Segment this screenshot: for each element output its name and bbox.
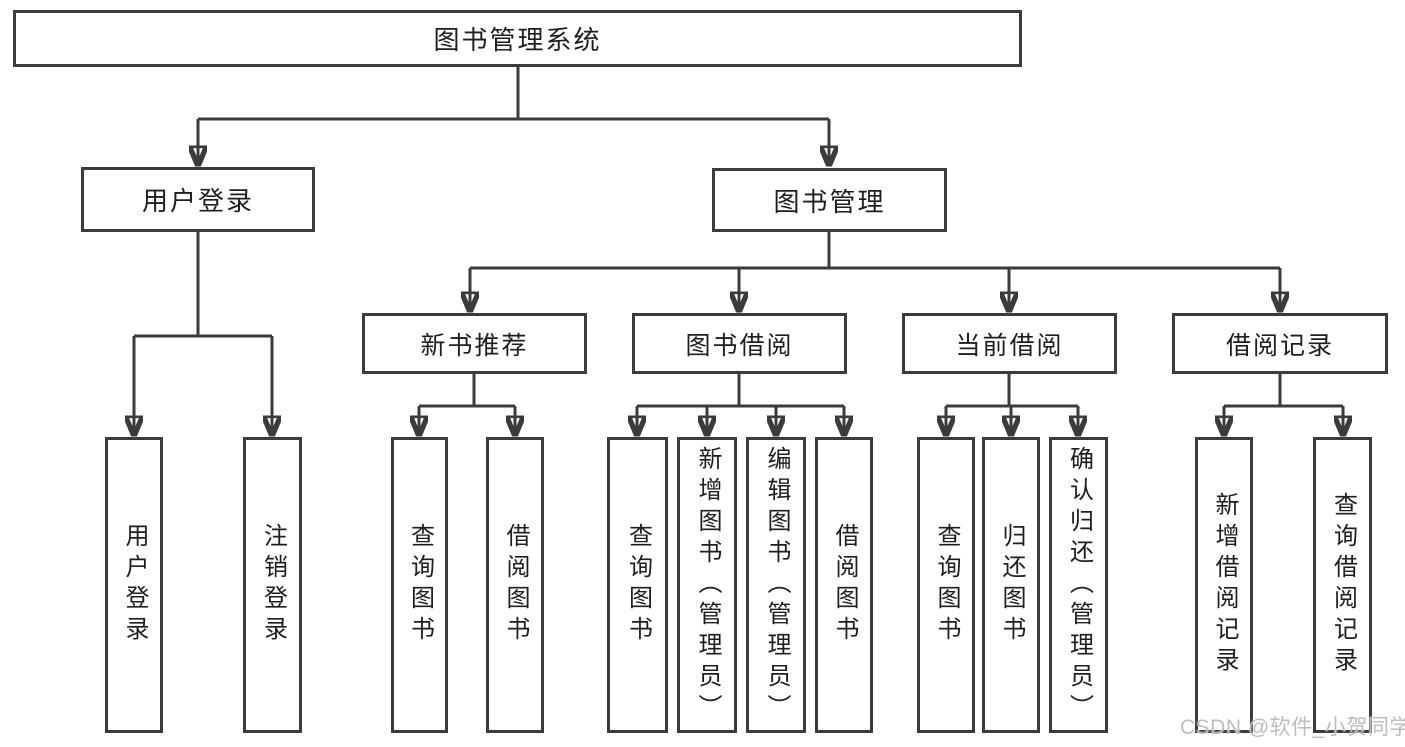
leaf-newbook-borrow-books: 借阅图书 <box>486 437 544 733</box>
leaf-records-query-borrow-record: 查询借阅记录 <box>1313 437 1372 733</box>
leaf-logout-login: 注销登录 <box>243 437 302 733</box>
leaf-current-query-books: 查询图书 <box>917 437 975 733</box>
leaf-borrowing-query-books: 查询图书 <box>607 437 668 733</box>
leaf-current-return-books: 归还图书 <box>982 437 1040 733</box>
node-current-borrowing: 当前借阅 <box>902 313 1117 374</box>
node-book-management: 图书管理 <box>712 168 947 232</box>
leaf-user-login: 用户登录 <box>105 437 163 733</box>
leaf-records-add-borrow-record: 新增借阅记录 <box>1195 437 1253 733</box>
leaf-newbook-query-books: 查询图书 <box>391 437 448 733</box>
node-new-book-recommendation: 新书推荐 <box>362 313 587 374</box>
leaf-borrowing-borrow-books: 借阅图书 <box>815 437 873 733</box>
node-root: 图书管理系统 <box>13 10 1022 67</box>
leaf-current-confirm-return-admin: 确认归还（管理员） <box>1049 437 1108 733</box>
node-user-login: 用户登录 <box>81 167 315 232</box>
node-borrowing-records: 借阅记录 <box>1172 313 1388 374</box>
leaf-borrowing-add-books-admin: 新增图书（管理员） <box>677 437 737 733</box>
leaf-borrowing-edit-books-admin: 编辑图书（管理员） <box>746 437 806 733</box>
watermark: CSDN @软件_小贺同学 <box>1180 716 1405 739</box>
node-book-borrowing: 图书借阅 <box>632 313 847 374</box>
